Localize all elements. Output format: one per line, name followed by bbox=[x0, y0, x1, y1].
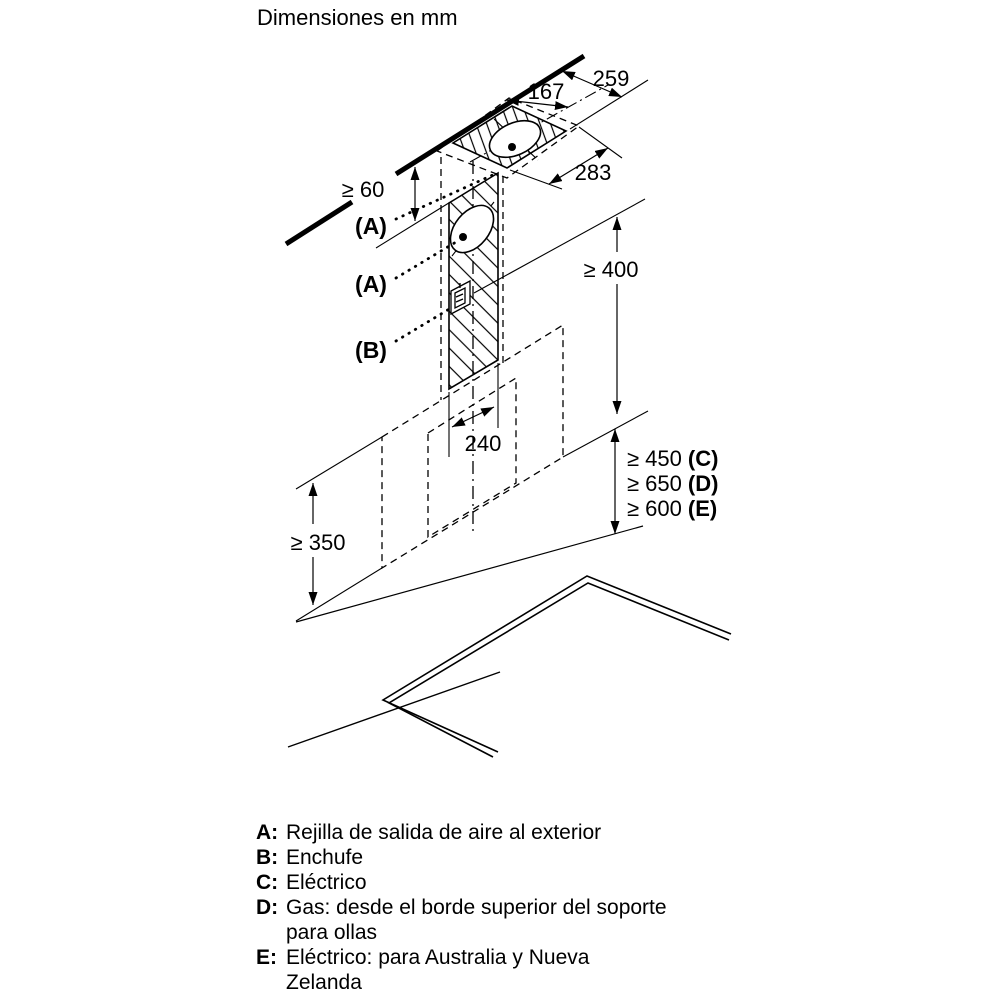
legend-text-d: Gas: desde el borde superior del soporte bbox=[286, 896, 667, 919]
hob-top-line bbox=[295, 525, 644, 623]
hood-front-face bbox=[381, 323, 564, 570]
socket-symbol bbox=[450, 279, 471, 316]
ceiling-duct-dot bbox=[508, 143, 516, 151]
chimney-outline bbox=[440, 157, 504, 400]
socket-inner bbox=[454, 286, 466, 310]
dim-line-240 bbox=[451, 406, 495, 428]
dim-text-167: 167 bbox=[528, 79, 565, 104]
hood-rear-face bbox=[427, 376, 517, 539]
ceiling-cutout bbox=[435, 84, 609, 179]
dim-text-283: 283 bbox=[575, 160, 612, 185]
legend-text-d2: para ollas bbox=[286, 921, 378, 944]
dim-value-600: ≥ 600 bbox=[627, 496, 682, 521]
page-title: Dimensiones en mm bbox=[257, 5, 458, 30]
legend-key-e: E: bbox=[256, 946, 277, 969]
dim-line-167 bbox=[505, 96, 569, 111]
dim-text-450: ≥ 450(C) bbox=[627, 446, 718, 471]
dim-text-600: ≥ 600(E) bbox=[627, 496, 717, 521]
wall-duct-hole bbox=[449, 204, 495, 254]
callouts: (A) (A) (B) bbox=[355, 171, 499, 363]
counter-edges bbox=[287, 525, 732, 758]
dim-text-240: 240 bbox=[465, 431, 502, 456]
dim-text-650: ≥ 650(D) bbox=[627, 471, 718, 496]
top-extension-lines bbox=[375, 79, 649, 249]
legend-text-b: Enchufe bbox=[286, 846, 364, 869]
ceiling-line-left-segment bbox=[284, 199, 354, 247]
dimension-167: 167 bbox=[505, 79, 569, 111]
ceiling-line-right-segment bbox=[394, 53, 586, 177]
dim-key-600: (E) bbox=[688, 496, 717, 521]
legend-text-c: Eléctrico bbox=[286, 871, 367, 894]
hood-outline-dashed bbox=[381, 323, 564, 570]
legend-item-d: D: Gas: desde el borde superior del sopo… bbox=[256, 895, 726, 945]
dim-line-259 bbox=[561, 70, 623, 98]
callout-socket: (B) bbox=[355, 337, 387, 363]
callout-air-outlet-wall: (A) bbox=[355, 271, 387, 297]
ceiling-cutout-dashed-outline bbox=[435, 97, 581, 179]
dimension-283: 283 bbox=[548, 147, 612, 185]
ext-line-259 bbox=[569, 79, 649, 130]
mid-extension-lines bbox=[295, 198, 649, 622]
dim-value-650: ≥ 650 bbox=[627, 471, 682, 496]
legend-text-a: Rejilla de salida de aire al exterior bbox=[286, 821, 602, 844]
callout-air-outlet-ceiling: (A) bbox=[355, 213, 387, 239]
legend-key-b: B: bbox=[256, 846, 279, 869]
legend-text-e2: Zelanda bbox=[286, 971, 362, 994]
dimension-259: 259 bbox=[561, 66, 630, 98]
legend-item-c: C: Eléctrico bbox=[256, 870, 726, 895]
ext-hood-bottom-left bbox=[295, 567, 383, 622]
ext-line-strip-top bbox=[375, 200, 453, 249]
socket-pin-a bbox=[455, 293, 464, 298]
legend: A: Rejilla de salida de aire al exterior… bbox=[256, 820, 726, 995]
legend-item-a: A: Rejilla de salida de aire al exterior bbox=[256, 820, 726, 845]
socket-pin-b bbox=[455, 298, 464, 303]
leader-air-outlet-wall bbox=[394, 240, 458, 280]
legend-key-d: D: bbox=[256, 896, 279, 919]
counter-edge-outer bbox=[381, 575, 732, 753]
leader-socket bbox=[394, 306, 453, 343]
counter-front-line bbox=[287, 671, 501, 748]
ext-hood-bottom-right bbox=[562, 410, 649, 458]
dim-text-350: ≥ 350 bbox=[291, 530, 346, 555]
ext-hood-top-left bbox=[295, 436, 383, 490]
dim-key-650: (D) bbox=[688, 471, 719, 496]
dimension-240: 240 bbox=[448, 363, 502, 457]
dim-key-450: (C) bbox=[688, 446, 719, 471]
dimension-450-650-600: ≥ 450(C) ≥ 650(D) ≥ 600(E) bbox=[610, 429, 718, 534]
dim-text-259: 259 bbox=[593, 66, 630, 91]
dimension-350: ≥ 350 bbox=[291, 483, 346, 605]
dim-line-283 bbox=[548, 147, 609, 185]
dim-text-60: ≥ 60 bbox=[342, 177, 385, 202]
dim-text-400: ≥ 400 bbox=[584, 257, 639, 282]
legend-item-b: B: Enchufe bbox=[256, 845, 726, 870]
wall-duct-dot bbox=[459, 233, 467, 241]
legend-text-e: Eléctrico: para Australia y Nueva bbox=[286, 946, 590, 969]
ext-line-283-right bbox=[578, 126, 623, 159]
legend-key-c: C: bbox=[256, 871, 279, 894]
ceiling-line bbox=[284, 53, 586, 247]
counter-edge-inner bbox=[387, 582, 730, 758]
legend-key-a: A: bbox=[256, 821, 279, 844]
ceiling-duct-hole bbox=[488, 119, 542, 159]
ext-socket-line bbox=[473, 198, 646, 294]
dimension-60: ≥ 60 bbox=[342, 167, 420, 221]
wall-strip bbox=[448, 161, 499, 533]
ext-line-283-left bbox=[509, 169, 563, 190]
dimension-400: ≥ 400 bbox=[584, 217, 639, 414]
dim-value-450: ≥ 450 bbox=[627, 446, 682, 471]
